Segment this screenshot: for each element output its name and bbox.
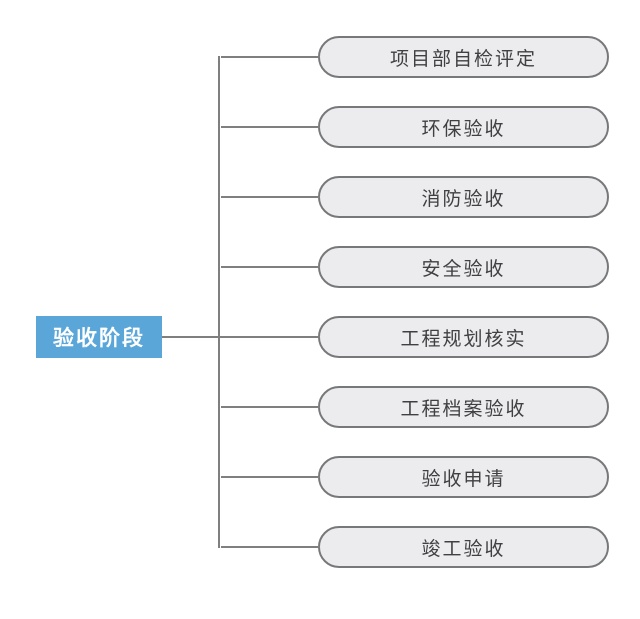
tree-node: 竣工验收 <box>318 526 609 568</box>
tree-node: 安全验收 <box>318 246 609 288</box>
tree-node: 项目部自检评定 <box>318 36 609 78</box>
tree-node: 环保验收 <box>318 106 609 148</box>
tree-node-label: 消防验收 <box>421 188 506 210</box>
node-column: 项目部自检评定 环保验收 消防验收 安全验收 工程规划核实 工程档案验收 验收申… <box>318 36 609 568</box>
tree-node: 消防验收 <box>318 176 609 218</box>
tree-node-label: 环保验收 <box>421 118 506 140</box>
connector-trunk-line <box>218 56 220 548</box>
tree-node-label: 安全验收 <box>421 258 506 280</box>
tree-node: 工程档案验收 <box>318 386 609 428</box>
tree-node-label: 项目部自检评定 <box>389 48 537 70</box>
tree-node-label: 验收申请 <box>421 468 506 490</box>
tree-node: 工程规划核实 <box>318 316 609 358</box>
root-node-acceptance-phase: 验收阶段 <box>36 316 162 358</box>
tree-node-label: 竣工验收 <box>421 538 506 560</box>
tree-node: 验收申请 <box>318 456 609 498</box>
root-node-label: 验收阶段 <box>53 327 145 350</box>
tree-node-label: 工程规划核实 <box>400 328 527 350</box>
tree-node-label: 工程档案验收 <box>400 398 527 420</box>
